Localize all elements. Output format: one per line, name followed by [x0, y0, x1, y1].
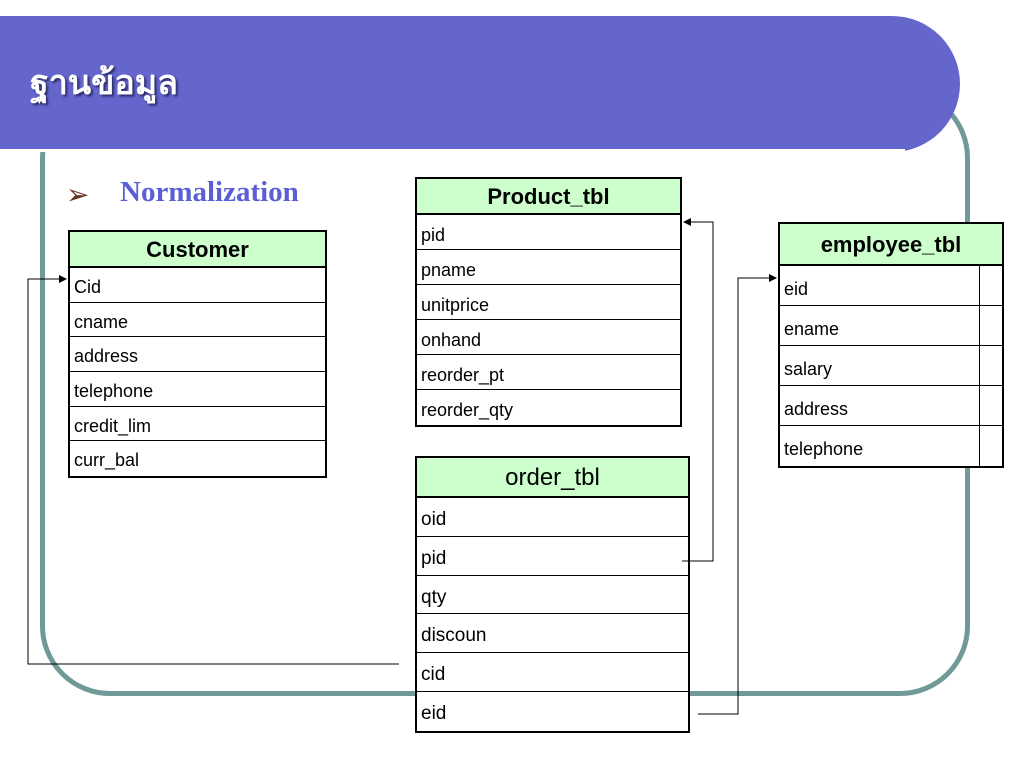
table-row: address [70, 337, 325, 373]
table-row: reorder_qty [421, 400, 514, 420]
table-row: eid [421, 702, 447, 724]
customer-table: Customer Cid cname address telephone cre… [68, 230, 327, 479]
order-table: order_tbl oid pid qty discoun cid eid [415, 456, 690, 733]
employee-table: employee_tbl eid ename salary address te… [778, 222, 1004, 468]
title-underline [0, 149, 905, 152]
table-row: reorder_pt [417, 355, 680, 390]
table-row: onhand [417, 320, 680, 355]
table-row: pid [417, 537, 688, 576]
table-header: Product_tbl [417, 179, 680, 215]
table-header: employee_tbl [780, 224, 1002, 266]
table-row: oid [417, 498, 688, 537]
table-row: unitprice [417, 285, 680, 320]
table-row: curr_bal [74, 450, 140, 471]
table-row: telephone [780, 426, 1002, 466]
table-row: Cid [70, 268, 325, 303]
table-row: pname [417, 250, 680, 285]
table-row: salary [780, 346, 1002, 386]
table-header: Customer [70, 232, 325, 268]
table-header: order_tbl [417, 458, 688, 498]
arrow-bullet-icon: ➢ [66, 178, 90, 211]
table-row: cid [417, 653, 688, 692]
table-row: qty [417, 576, 688, 615]
product-table: Product_tbl pid pname unitprice onhand r… [415, 177, 682, 427]
table-row: pid [417, 215, 680, 250]
table-row: discoun [417, 614, 688, 654]
table-row: credit_lim [70, 407, 325, 442]
title-bar [0, 16, 960, 152]
subtitle: Normalization [120, 176, 299, 208]
table-row: telephone [70, 372, 325, 407]
table-row: eid [780, 266, 1002, 306]
slide-title: ฐานข้อมูล [30, 63, 179, 103]
table-row: ename [780, 306, 1002, 346]
table-row: cname [70, 303, 325, 338]
table-row: address [780, 386, 1002, 426]
